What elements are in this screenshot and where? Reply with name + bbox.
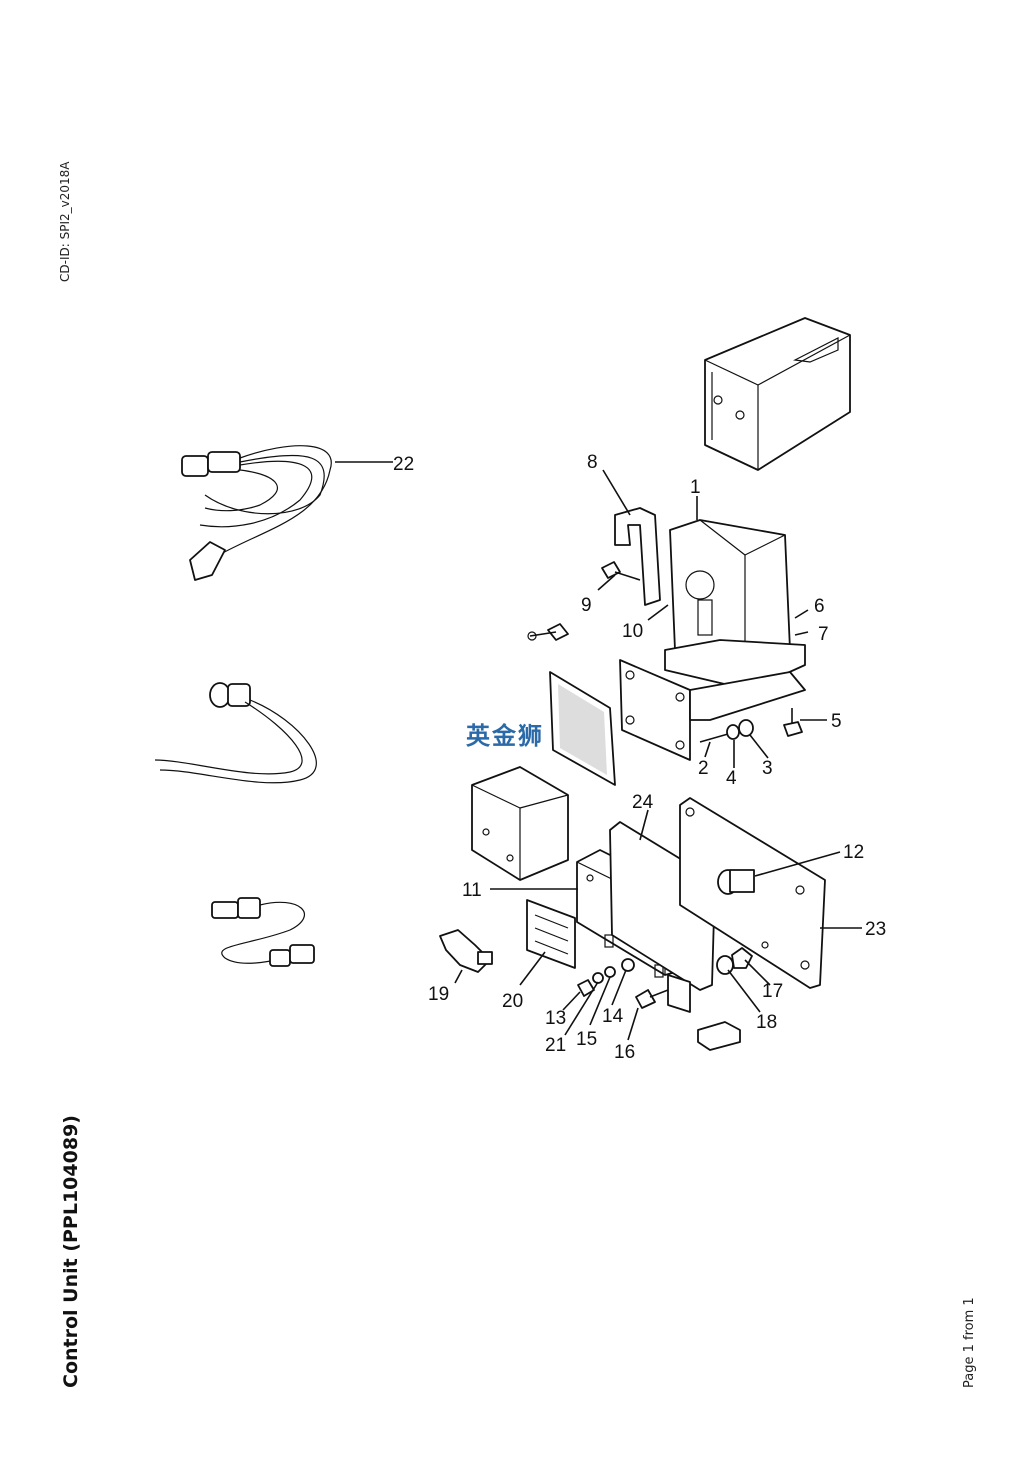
leader-lines bbox=[335, 461, 862, 1041]
screw-9 bbox=[601, 561, 641, 581]
extension-cable bbox=[211, 897, 315, 967]
l-bracket bbox=[667, 974, 741, 1051]
callout-16: 16 bbox=[614, 1042, 635, 1063]
cable-harness-22 bbox=[181, 445, 332, 581]
relay-cover bbox=[704, 317, 851, 471]
callout-17: 17 bbox=[762, 981, 783, 1002]
washer-4 bbox=[726, 724, 740, 740]
callout-24: 24 bbox=[632, 792, 654, 813]
washer-15 bbox=[604, 966, 616, 978]
bolt-16 bbox=[635, 989, 669, 1009]
callout-21: 21 bbox=[545, 1035, 566, 1056]
bolt-5 bbox=[783, 708, 803, 737]
screw-2 bbox=[699, 733, 729, 743]
callout-13: 13 bbox=[545, 1008, 566, 1029]
callout-10: 10 bbox=[622, 621, 643, 642]
callout-14: 14 bbox=[602, 1006, 624, 1027]
bolt-small bbox=[527, 623, 569, 641]
callout-19: 19 bbox=[428, 984, 449, 1005]
callout-23: 23 bbox=[865, 919, 886, 940]
pressure-switch-19 bbox=[439, 929, 493, 973]
callout-9: 9 bbox=[581, 595, 592, 616]
junction-box bbox=[471, 766, 569, 881]
sensor-cable bbox=[154, 682, 317, 784]
callout-22: 22 bbox=[393, 454, 414, 475]
callout-11: 11 bbox=[462, 880, 482, 901]
screw-13 bbox=[577, 979, 595, 997]
base-plate-23 bbox=[679, 797, 826, 989]
washer-18 bbox=[716, 955, 734, 975]
callout-labels: 22 1 8 9 10 6 7 5 2 4 3 24 12 11 23 17 1… bbox=[393, 452, 886, 1063]
callout-8: 8 bbox=[587, 452, 598, 473]
filter-plate bbox=[549, 671, 616, 786]
callout-4: 4 bbox=[726, 768, 737, 789]
callout-12: 12 bbox=[843, 842, 864, 863]
washer-3 bbox=[738, 719, 754, 737]
callout-2: 2 bbox=[698, 758, 709, 779]
connector-12 bbox=[717, 869, 755, 895]
watermark-logo: 英金狮 bbox=[466, 722, 544, 750]
callout-1: 1 bbox=[690, 477, 701, 498]
callout-6: 6 bbox=[814, 596, 825, 617]
bracket-8 bbox=[614, 507, 661, 606]
callout-5: 5 bbox=[831, 711, 842, 732]
callout-20: 20 bbox=[502, 991, 523, 1012]
washer-21 bbox=[592, 972, 604, 984]
actuator-housing bbox=[664, 519, 806, 691]
label-plate-20 bbox=[526, 899, 576, 969]
callout-3: 3 bbox=[762, 758, 773, 779]
callout-7: 7 bbox=[818, 624, 829, 645]
callout-18: 18 bbox=[756, 1012, 777, 1033]
mounting-plate bbox=[619, 659, 806, 761]
nut-14 bbox=[621, 958, 635, 972]
callout-15: 15 bbox=[576, 1029, 597, 1050]
